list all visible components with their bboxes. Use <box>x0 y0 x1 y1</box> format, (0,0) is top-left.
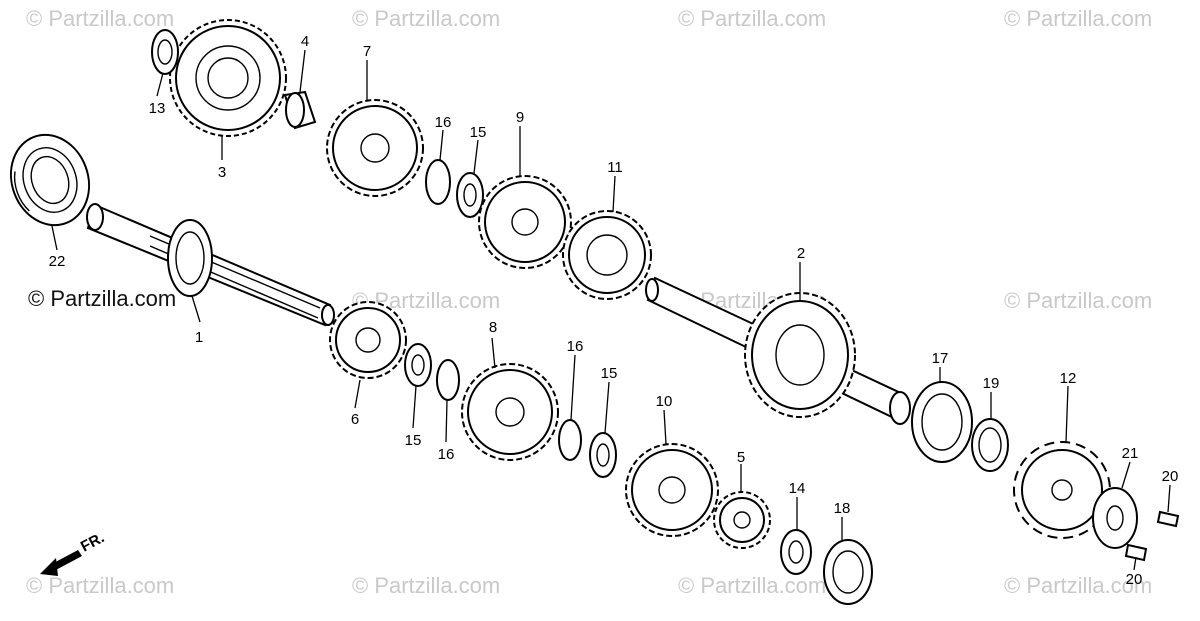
bolt-20-upper <box>1156 510 1180 528</box>
bearing-18 <box>823 539 873 605</box>
front-direction-arrow <box>40 550 82 576</box>
callout-14: 14 <box>789 480 806 497</box>
circlip-16-mid <box>436 359 460 401</box>
callout-9: 9 <box>516 109 524 126</box>
washer-15-top <box>456 172 484 218</box>
gear-5 <box>713 491 771 549</box>
callout-2: 2 <box>797 245 805 262</box>
callout-20-upper: 20 <box>1162 468 1179 485</box>
callout-15-top: 15 <box>470 124 487 141</box>
callout-13: 13 <box>149 100 166 117</box>
main-shaft-1 <box>86 203 335 327</box>
gear-8 <box>461 363 559 461</box>
gear-7 <box>326 99 424 197</box>
callout-12: 12 <box>1060 370 1077 387</box>
watermark-bottom-1: © Partzilla.com <box>26 573 175 598</box>
callout-16-top: 16 <box>435 114 452 131</box>
callout-18: 18 <box>834 500 851 517</box>
watermark-main: © Partzilla.com <box>28 286 177 311</box>
watermark-bottom-3: © Partzilla.com <box>678 573 827 598</box>
gear-11 <box>562 210 652 300</box>
callout-19: 19 <box>983 375 1000 392</box>
callout-15-right: 15 <box>601 365 618 382</box>
callout-22: 22 <box>49 253 66 270</box>
washer-14 <box>780 529 812 575</box>
watermark-bottom-2: © Partzilla.com <box>352 573 501 598</box>
washer-15-mid <box>404 343 432 387</box>
watermark-top-2: © Partzilla.com <box>352 6 501 31</box>
bearing-17 <box>911 381 973 463</box>
callout-8: 8 <box>489 319 497 336</box>
gear-3 <box>169 19 287 137</box>
callout-16-right: 16 <box>567 338 584 355</box>
gear-10 <box>625 443 719 537</box>
callout-21: 21 <box>1122 445 1139 462</box>
washer-15-right <box>589 432 617 478</box>
seal-19 <box>971 418 1009 472</box>
leader-lines <box>51 49 1171 571</box>
gear-6 <box>329 301 407 379</box>
watermark-top-1: © Partzilla.com <box>26 6 175 31</box>
watermark-top-3: © Partzilla.com <box>678 6 827 31</box>
callout-7: 7 <box>363 43 371 60</box>
watermark-bottom-4: © Partzilla.com <box>1004 573 1153 598</box>
sprocket-12 <box>1013 441 1111 539</box>
countershaft-2 <box>645 276 911 425</box>
callout-10: 10 <box>656 393 673 410</box>
callout-1: 1 <box>195 329 203 346</box>
callout-17: 17 <box>932 350 949 367</box>
plate-21 <box>1092 487 1138 549</box>
circlip-16-right <box>558 419 582 461</box>
bearing-22 <box>9 133 91 227</box>
direction-label: FR. <box>78 529 107 555</box>
callout-6: 6 <box>351 411 359 428</box>
gear-9 <box>478 175 572 269</box>
callout-4: 4 <box>301 33 309 50</box>
callout-5: 5 <box>737 449 745 466</box>
callout-20-lower: 20 <box>1126 571 1143 588</box>
washer-13 <box>151 29 179 75</box>
bushing-4 <box>283 90 317 130</box>
bolt-20-lower <box>1124 543 1148 562</box>
callout-11: 11 <box>607 159 623 176</box>
callout-3: 3 <box>218 164 226 181</box>
watermark-mid-4: © Partzilla.com <box>1004 288 1153 313</box>
callout-16-mid: 16 <box>438 446 455 463</box>
callout-15-mid: 15 <box>405 432 422 449</box>
circlip-16-top <box>425 159 451 205</box>
watermark-top-4: © Partzilla.com <box>1004 6 1153 31</box>
